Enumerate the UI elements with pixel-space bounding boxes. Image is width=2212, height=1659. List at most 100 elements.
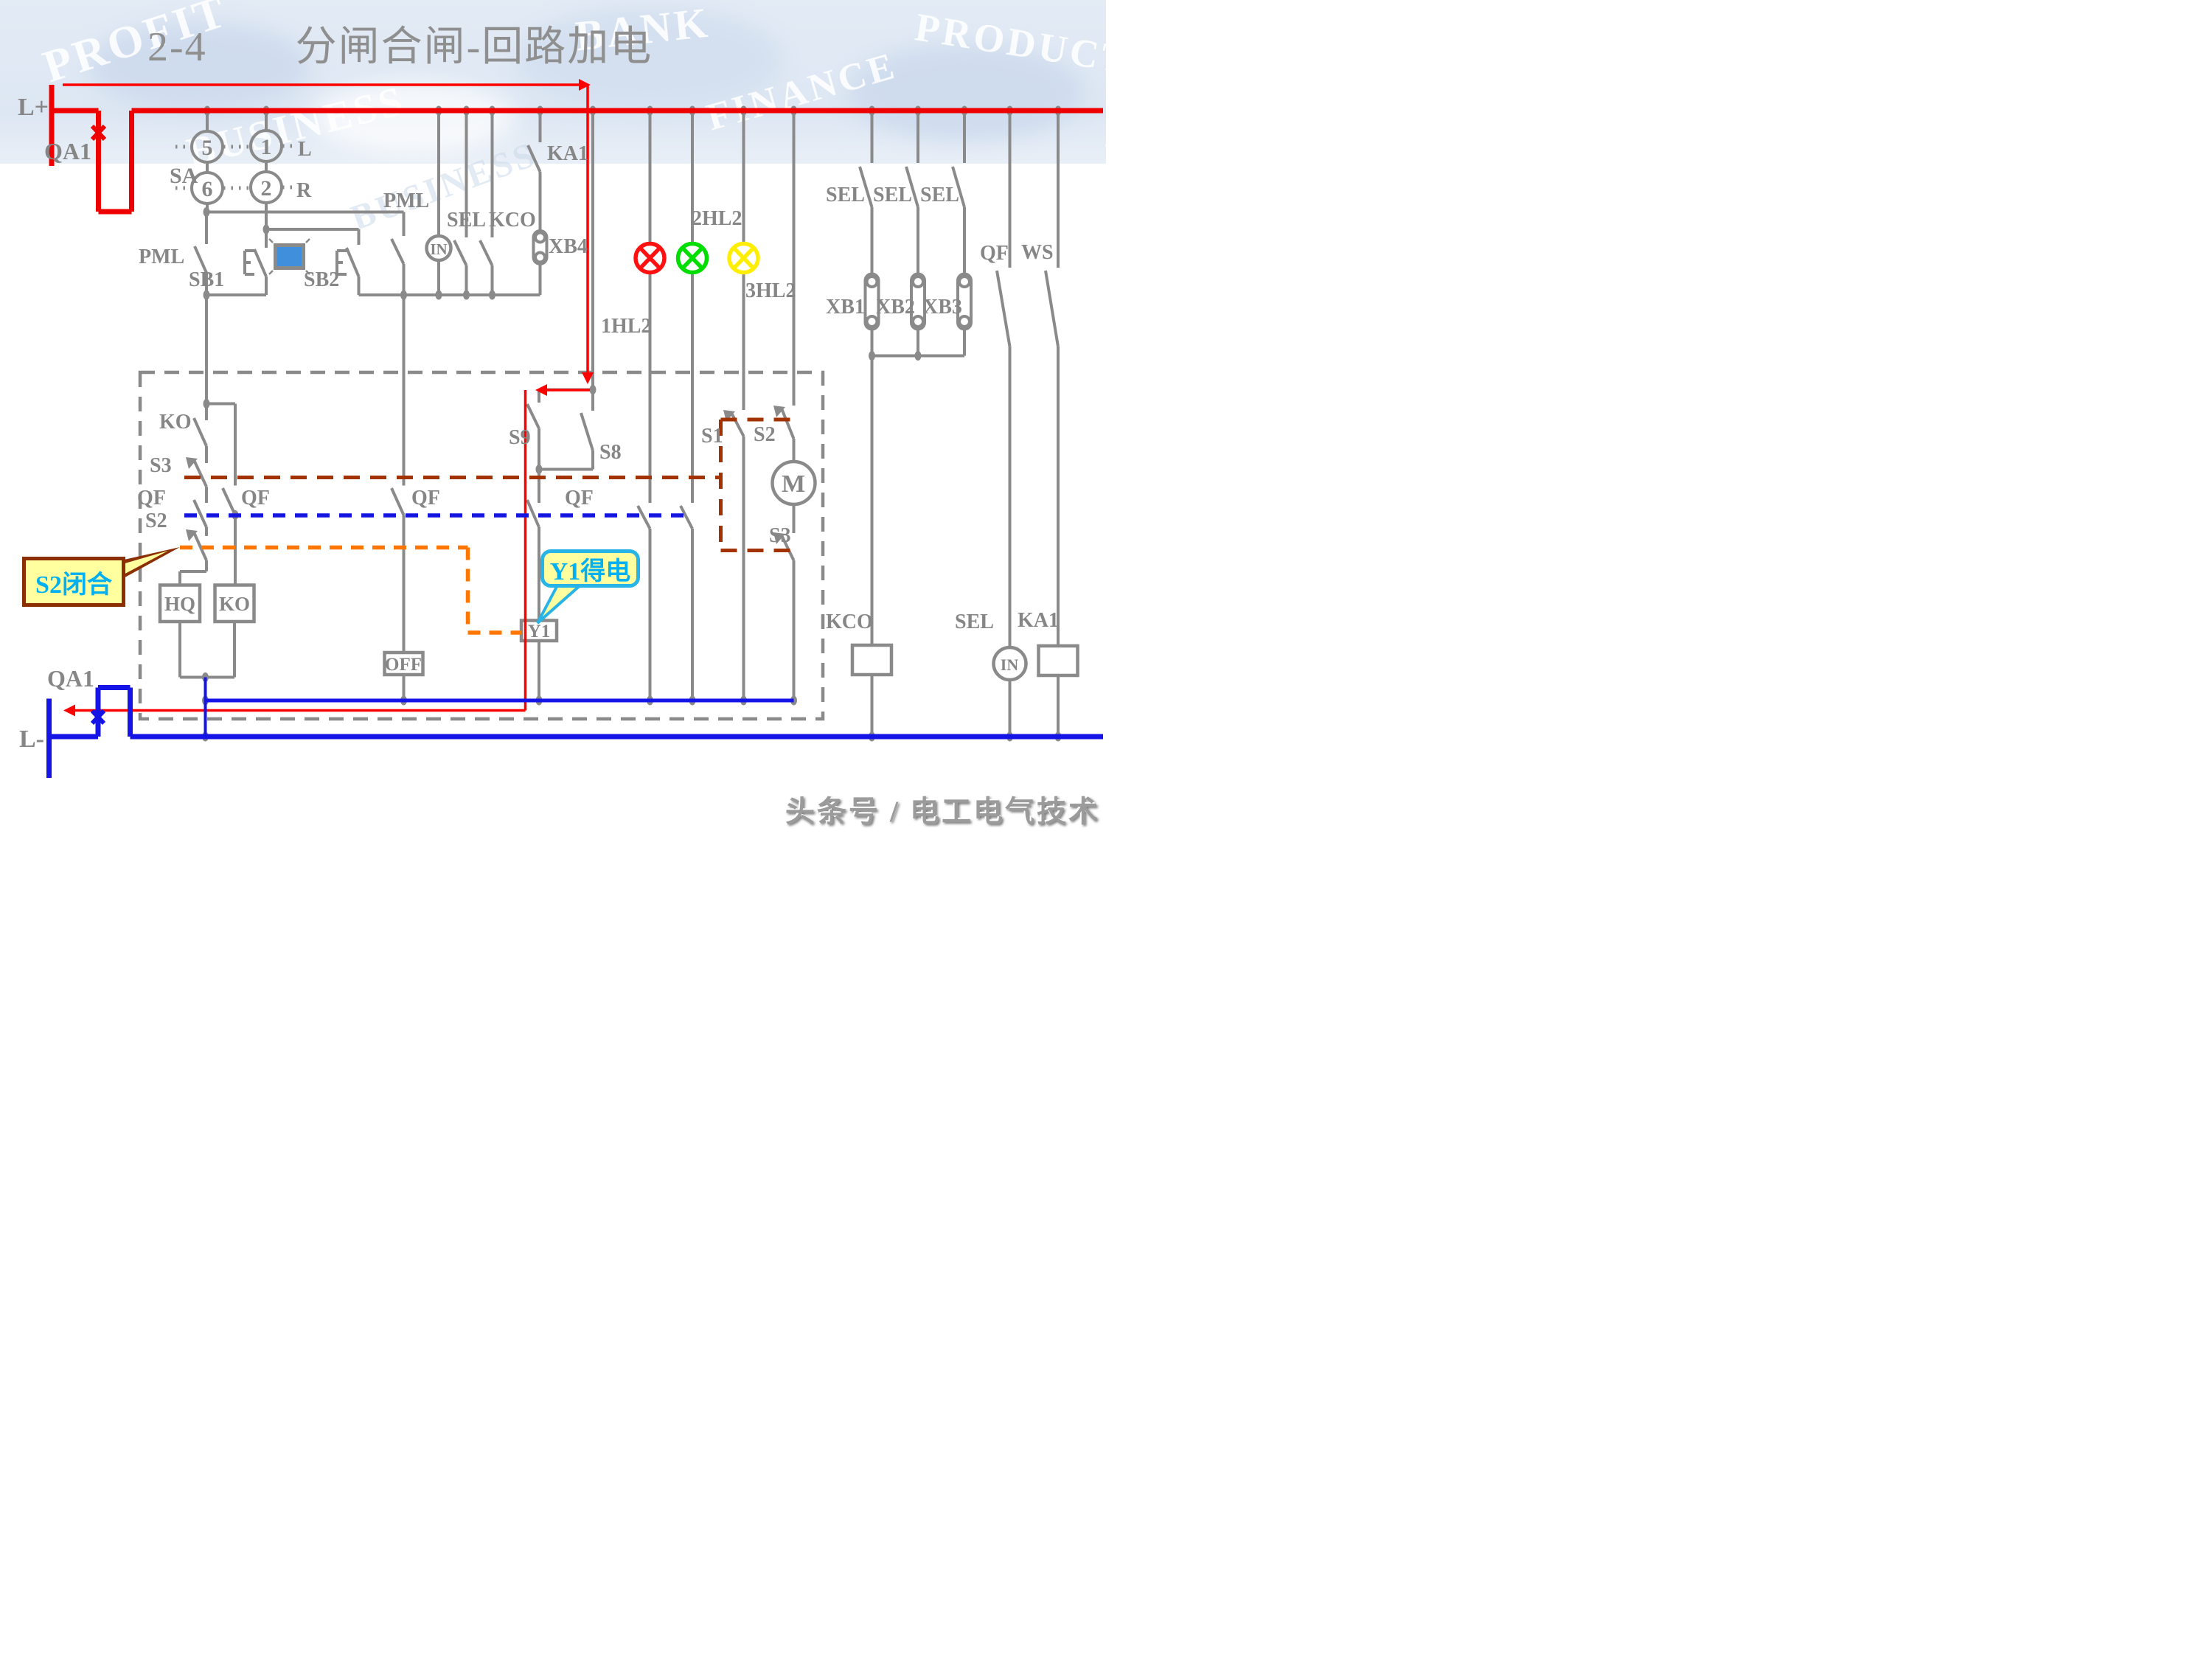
indicator-lamps (633, 241, 760, 275)
arrow-right-icon (579, 79, 591, 91)
label-XB1: XB1 (826, 296, 865, 319)
s3-left-arrow-icon (186, 457, 198, 469)
sa-pin-2 (249, 170, 283, 204)
label-6: 6 (202, 177, 213, 201)
ko-coil-box (213, 583, 256, 624)
label-1: 1 (261, 135, 272, 159)
label-QF: QF (565, 487, 594, 509)
label-5: 5 (202, 136, 213, 160)
wire-lamp-columns (636, 111, 796, 700)
xb4-pin (534, 251, 546, 264)
label-3HL2: 3HL2 (745, 279, 796, 302)
xb2-link (910, 272, 926, 331)
label-WS: WS (1021, 241, 1054, 264)
label-R: R (296, 179, 312, 202)
junction-dot (489, 290, 495, 300)
trace-path (63, 83, 590, 712)
junction-dot (463, 290, 470, 300)
label-PML: PML (383, 189, 429, 212)
kco-coil-box (850, 643, 894, 677)
l-plus-bus (49, 85, 1103, 215)
label-SEL: SEL (447, 209, 486, 232)
label-SEL: SEL (826, 184, 865, 206)
label-QA1: QA1 (44, 138, 91, 164)
motor-m (771, 459, 817, 507)
lamp-1HL2 (633, 241, 667, 275)
title-number: 2-4 (147, 24, 207, 70)
label-QF: QF (241, 487, 270, 509)
label-QF: QF (411, 487, 440, 509)
y1-callout-tail (536, 582, 586, 625)
label-QF: QF (980, 242, 1009, 265)
junction-dot (262, 224, 270, 234)
wire-mid-columns (390, 111, 542, 700)
junction-dot (400, 290, 407, 300)
label-HQ: HQ (164, 593, 195, 615)
label-SB2: SB2 (304, 268, 339, 291)
label-SB1: SB1 (189, 268, 224, 291)
junction-dot (203, 290, 210, 300)
label-S3: S3 (769, 524, 791, 547)
xb3-pin (958, 275, 971, 288)
xb1-pin (865, 315, 879, 328)
label-Y1: Y1 (528, 622, 551, 641)
xb3-pin (958, 315, 971, 328)
label-S2: S2 (754, 423, 776, 446)
label-IN: IN (430, 240, 447, 258)
arrow-down-icon (582, 372, 594, 384)
label-XB3: XB3 (923, 296, 962, 319)
s2-callout-pointer (121, 547, 180, 580)
callout-y1-energized: Y1得电 (540, 549, 640, 588)
xb-links (532, 229, 973, 331)
xb2-pin (911, 275, 925, 288)
sa-pin-1 (249, 129, 283, 163)
orange-dashed-path (180, 545, 521, 635)
label-SEL: SEL (955, 611, 994, 633)
s2-callout-pointer-inner (122, 551, 168, 575)
xb2-pin (911, 315, 925, 328)
lamp-3HL2 (727, 241, 760, 275)
blue-square-corner-ticks (268, 238, 310, 275)
label-XB4: XB4 (549, 235, 588, 258)
label-2HL2: 2HL2 (692, 207, 742, 230)
in-instrument-bottom (992, 645, 1028, 682)
label-SEL: SEL (873, 184, 912, 206)
contact-arrows (186, 406, 785, 544)
junction-dot (869, 351, 875, 361)
s2-left-arrow-icon (186, 529, 198, 541)
title-text: 分闸合闸-回路加电 (295, 24, 653, 70)
negative-bus (46, 677, 1103, 778)
off-coil-box (383, 650, 425, 677)
lamp-2HL2 (675, 241, 709, 275)
label-S2: S2 (145, 509, 167, 532)
label-PML: PML (139, 246, 184, 268)
callout-y1-text: Y1得电 (549, 557, 631, 585)
label-1HL2: 1HL2 (601, 315, 651, 338)
hq-coil-box (158, 583, 202, 624)
label-IN: IN (1001, 655, 1019, 674)
s3-right-arrow-icon (773, 532, 785, 544)
junction-dot (589, 385, 597, 394)
label-M: M (782, 470, 805, 498)
callout-s2-closed: S2闭合 (22, 557, 125, 607)
label-L: L (298, 138, 312, 161)
qa1-top-x-icon (90, 124, 107, 142)
label-L+: L+ (18, 94, 49, 121)
s2-right-arrow-icon (773, 406, 785, 417)
qa1-bottom-x-icon (90, 709, 106, 726)
sa-pin-6 (190, 171, 224, 205)
callout-s2-text: S2闭合 (35, 571, 112, 599)
label-QF: QF (137, 487, 166, 509)
current-trace-red (63, 79, 594, 717)
label-KO: KO (219, 593, 250, 615)
blue-indicator-square (268, 238, 310, 275)
wire-sa-sb (243, 111, 404, 296)
label-S9: S9 (509, 426, 531, 449)
brown-dashed-path (184, 417, 793, 552)
label-S1: S1 (701, 425, 723, 448)
map-blob (516, 7, 782, 111)
l-minus-bus (46, 685, 1103, 778)
